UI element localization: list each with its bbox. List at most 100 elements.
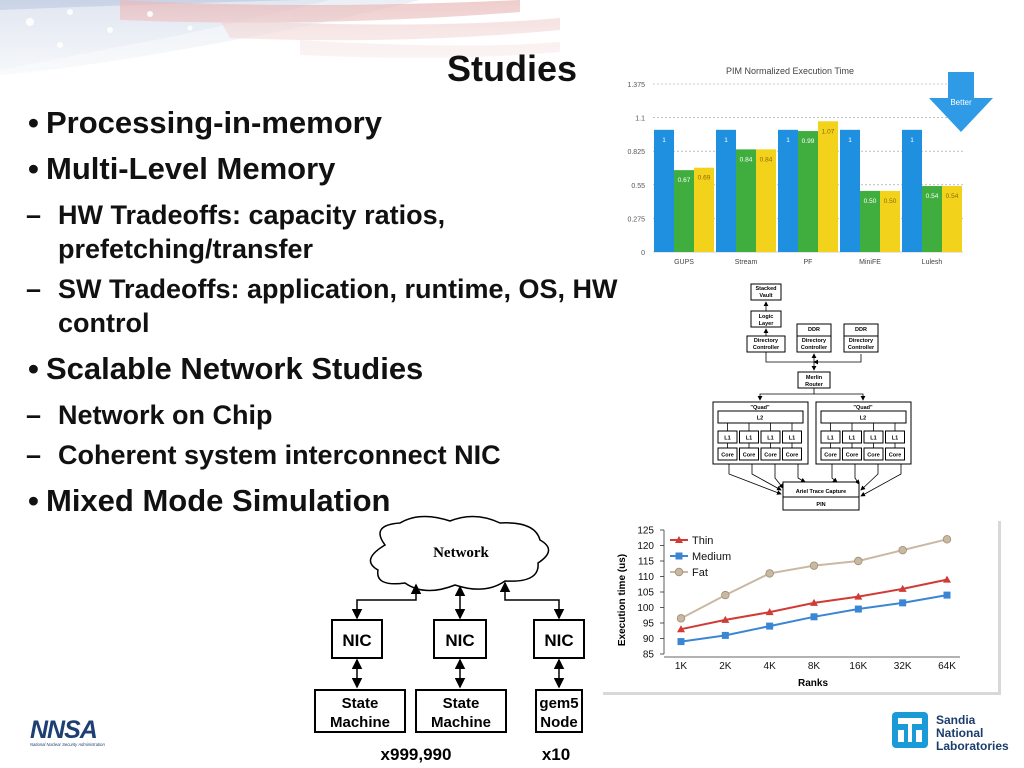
line-point <box>898 545 907 555</box>
bar <box>880 190 900 252</box>
legend-label: Thin <box>692 535 713 547</box>
line-point <box>942 535 952 544</box>
line-x-tick-label: 4K <box>764 661 777 672</box>
line-point <box>899 599 907 607</box>
bar-data-label: 1 <box>910 137 914 144</box>
line-x-tick-label: 8K <box>808 661 821 672</box>
ariel-label: Ariel Trace Capture <box>796 489 846 495</box>
l1-label: L1 <box>789 436 795 442</box>
better-label: Better <box>950 98 972 107</box>
line-point <box>721 615 730 623</box>
core-label: Core <box>846 453 859 459</box>
core-label: Core <box>867 453 880 459</box>
line-y-tick-label: 115 <box>638 557 654 568</box>
l1-label: L1 <box>892 436 898 442</box>
ddr-directory-box <box>843 323 879 353</box>
bar-data-label: 0.84 <box>740 156 753 163</box>
sub-bullet-text: HW Tradeoffs: capacity ratios, prefetchi… <box>58 200 446 264</box>
line-point <box>854 556 863 566</box>
dash-glyph: – <box>26 440 42 470</box>
bar <box>798 131 818 252</box>
l1-label: L1 <box>724 436 730 442</box>
core-label: Core <box>764 453 777 459</box>
bar-y-tick-label: 1.375 <box>627 82 645 89</box>
bar-x-tick-label: GUPS <box>674 259 694 266</box>
l1-label: L1 <box>746 436 752 442</box>
line-x-tick-label: 16K <box>849 661 867 672</box>
bullet-item: •Mixed Mode Simulation <box>28 478 658 524</box>
sandia-line2: National <box>936 726 983 740</box>
sub-bullet-item: –Network on Chip <box>26 398 658 432</box>
line-point <box>677 625 685 633</box>
logic-label: Logic <box>759 314 774 320</box>
sub-bullet-item: –HW Tradeoffs: capacity ratios, prefetch… <box>26 198 658 266</box>
bullet-glyph: • <box>28 351 39 386</box>
router-label: Router <box>805 382 824 388</box>
gem5-label: gem5 <box>539 695 578 712</box>
pin-label: PIN <box>816 502 825 508</box>
node-label: Node <box>540 714 578 731</box>
dash-glyph: – <box>26 400 42 430</box>
bar-data-label: 0.84 <box>760 156 773 163</box>
count-left: x999,990 <box>381 745 452 764</box>
ariel-box <box>782 481 860 511</box>
legend-label: Medium <box>692 551 731 563</box>
layer-label: Layer <box>759 321 775 327</box>
quad-label: "Quad" <box>750 405 770 411</box>
bar <box>654 129 674 252</box>
line-x-tick-label: 2K <box>719 661 732 672</box>
state-machine-box <box>415 689 507 733</box>
bar-y-tick-label: 0.55 <box>631 183 645 190</box>
bullet-glyph: • <box>28 105 39 140</box>
line-y-tick-label: 120 <box>637 541 654 552</box>
pim-bar-chart: PIM Normalized Execution Time 00.2750.55… <box>627 66 993 266</box>
line-y-tick-label: 95 <box>643 619 655 630</box>
bar <box>902 129 922 252</box>
bar-y-tick-label: 1.1 <box>635 116 645 123</box>
bullet-text: Multi-Level Memory <box>46 151 336 186</box>
bar-data-label: 0.54 <box>946 193 959 200</box>
bar-x-tick-label: Stream <box>735 259 758 266</box>
nic-box <box>331 619 383 659</box>
bar-y-tick-label: 0.825 <box>627 149 645 156</box>
nnsa-subtitle: National Nuclear Security Administration <box>30 742 105 747</box>
bar-data-label: 0.99 <box>802 138 815 145</box>
sub-bullet-item: –SW Tradeoffs: application, runtime, OS,… <box>26 272 658 340</box>
line-point <box>943 591 951 599</box>
line-point <box>765 608 774 616</box>
quad-label: "Quad" <box>853 405 873 411</box>
line-point <box>676 614 686 623</box>
line-point <box>721 631 729 639</box>
controller-label: Controller <box>848 345 875 351</box>
bar <box>716 129 736 252</box>
line-point <box>766 622 774 630</box>
cache-hierarchy-diagram: Stacked Vault Logic Layer Directory Cont… <box>712 283 912 511</box>
bar-data-label: 1 <box>786 137 790 144</box>
ddr-label: DDR <box>808 327 820 333</box>
line-x-tick-label: 1K <box>675 661 688 672</box>
bar <box>942 186 962 252</box>
bar-data-label: 0.69 <box>698 175 711 182</box>
bar <box>756 149 776 252</box>
line-chart-x-label: Ranks <box>798 678 828 689</box>
legend-label: Fat <box>692 567 708 579</box>
bar-y-tick-label: 0.275 <box>627 216 645 223</box>
line-point <box>898 584 907 592</box>
sub-bullet-item: –Coherent system interconnect NIC <box>26 438 658 472</box>
nic-box <box>533 619 585 659</box>
sub-bullet-text: Coherent system interconnect NIC <box>58 440 501 470</box>
bar <box>922 186 942 252</box>
dash-glyph: – <box>26 200 42 230</box>
line-x-tick-label: 64K <box>938 661 956 672</box>
bullet-text: Mixed Mode Simulation <box>46 483 391 518</box>
bar <box>694 167 714 252</box>
merlin-label: Merlin <box>806 375 823 381</box>
directory-label: Directory <box>849 338 874 344</box>
network-cloud <box>369 515 550 592</box>
line-chart-series <box>676 535 952 646</box>
sub-bullet-text: SW Tradeoffs: application, runtime, OS, … <box>58 274 618 338</box>
line-point <box>765 569 774 578</box>
ddr-directory-box <box>796 323 832 353</box>
